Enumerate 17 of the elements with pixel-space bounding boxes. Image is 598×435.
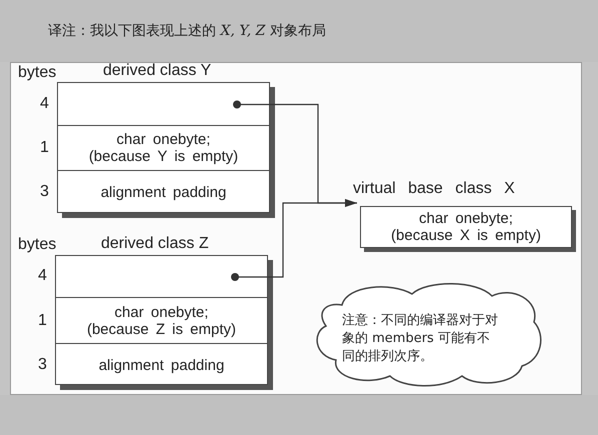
title: 译注：我以下图表现上述的 X, Y, Z 对象布局 bbox=[48, 22, 326, 40]
memory-row: char onebyte; (because Z is empty) bbox=[56, 298, 267, 344]
byte-count: 1 bbox=[38, 312, 47, 330]
memory-row: alignment padding bbox=[56, 344, 267, 386]
class-heading: derived class Z bbox=[101, 235, 209, 253]
byte-count: 4 bbox=[40, 95, 49, 113]
column-heading: bytes bbox=[18, 64, 56, 82]
class-heading: derived class Y bbox=[103, 62, 212, 80]
memory-row: alignment padding bbox=[58, 171, 269, 214]
byte-count: 3 bbox=[38, 356, 47, 374]
byte-count: 3 bbox=[40, 183, 49, 201]
pointer-arrow bbox=[231, 199, 357, 281]
byte-count: 1 bbox=[40, 139, 49, 157]
memory-row: char onebyte; (because Y is empty) bbox=[58, 126, 269, 171]
byte-count: 4 bbox=[38, 267, 47, 285]
class-heading: virtual base class X bbox=[353, 180, 515, 198]
column-heading: bytes bbox=[18, 236, 56, 254]
